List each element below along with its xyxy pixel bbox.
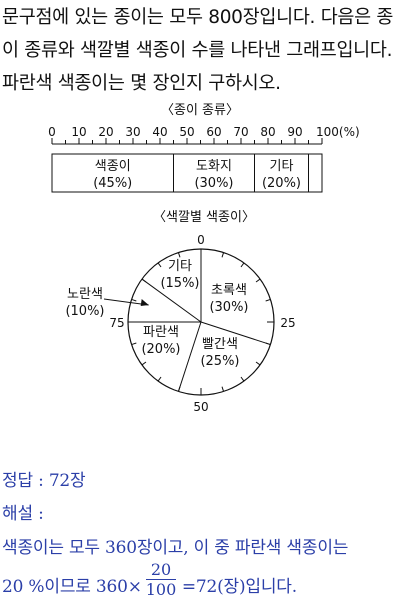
fraction-bar	[146, 579, 176, 580]
pie-tick	[255, 361, 261, 366]
pie-slice-percent: (25%)	[200, 354, 239, 369]
bar-segment-percent: (30%)	[194, 176, 233, 191]
pie-chart: 초록색 (30%) 빨간색 (25%) 파란색 (20%) 노란색 (10%) 기타 (15%) 0…	[65, 233, 295, 414]
bar-tick-label: 80	[260, 125, 275, 139]
bar-tick-label: 30	[125, 125, 140, 139]
pie-slice-percent: (15%)	[160, 276, 199, 291]
pie-slice-name: 파란색	[143, 325, 179, 340]
pie-tick	[177, 252, 181, 258]
bar-tick-label: 60	[206, 125, 221, 139]
pie-divider	[177, 321, 202, 392]
question-line-2: 이 종류와 색깔별 색종이 수를 나타낸 그래프입니다.	[2, 40, 393, 61]
question-line-1: 문구점에 있는 종이는 모두 800장입니다. 다음은 종	[2, 7, 394, 28]
bar-tick-label: 10	[71, 125, 86, 139]
explanation-suffix: =72(장)입니다.	[181, 577, 297, 597]
bar-segment-1	[173, 153, 255, 193]
bar-segment-name: 도화지	[196, 159, 232, 174]
bar-tick-label: 40	[152, 125, 167, 139]
bar-tick-label: 50	[179, 125, 194, 139]
bar-segment-name: 기타	[270, 159, 294, 174]
pie-scale-label: 75	[109, 316, 124, 330]
bar-tick-label: 70	[233, 125, 248, 139]
bar-segment-percent: (20%)	[262, 176, 301, 191]
bar-segments: 색종이 (45%) 도화지 (30%) 기타 (20%)	[51, 153, 323, 193]
pie-slice-name: 노란색	[67, 287, 103, 302]
pie-tick	[221, 386, 225, 392]
pie-tick	[255, 278, 261, 283]
fraction-numerator: 20	[150, 560, 172, 579]
answer-line: 정답 : 72장	[2, 471, 86, 491]
bar-segment-2	[254, 153, 309, 193]
pie-leader-arrow	[140, 299, 149, 307]
question-line-3: 파란색 색종이는 몇 장인지 구하시오.	[2, 73, 281, 94]
pie-tick	[157, 262, 162, 268]
pie-tick	[240, 262, 245, 268]
pie-chart-title: 〈색깔별 색종이〉	[153, 210, 255, 225]
pie-scale-label: 25	[280, 316, 295, 330]
pie-slice-name: 빨간색	[202, 337, 238, 352]
explanation-line-1: 색종이는 모두 360장이고, 이 중 파란색 색종이는	[2, 538, 349, 558]
bar-chart-title: 〈종이 종류〉	[161, 103, 239, 118]
pie-tick	[157, 376, 162, 382]
bar-segment-percent: (45%)	[93, 176, 132, 191]
explanation-line-2: 20 %이므로 360× =72(장)입니다.	[2, 572, 297, 597]
bar-tick-label: 20	[98, 125, 113, 139]
pie-tick	[240, 376, 245, 382]
fraction-denominator: 100	[145, 580, 177, 599]
pie-slice-percent: (10%)	[65, 304, 104, 319]
explanation-heading: 해설 :	[2, 504, 44, 524]
pie-slice-percent: (20%)	[141, 342, 180, 357]
charts-figure: 〈종이 종류〉 0 10 20 30 40 50 60 70 80 90 100(%) 색종이 (45…	[48, 103, 360, 414]
pie-scale-label: 50	[193, 400, 208, 414]
bar-tick-label: 90	[287, 125, 302, 139]
bar-tick-label: 0	[48, 125, 56, 139]
pie-divider	[200, 321, 271, 346]
pie-tick	[221, 252, 225, 258]
bar-segment-name: 색종이	[95, 159, 131, 174]
bar-scale: 0 10 20 30 40 50 60 70 80 90 100(%)	[48, 125, 360, 145]
pie-slice-name: 기타	[168, 259, 192, 274]
explanation-prefix: 20 %이므로 360×	[2, 577, 142, 597]
pie-slice-percent: (30%)	[209, 300, 248, 315]
pie-tick	[141, 361, 147, 366]
pie-tick	[131, 298, 137, 302]
bar-tick-label: 100(%)	[316, 125, 360, 139]
pie-tick	[265, 298, 271, 302]
pie-slice-name: 초록색	[211, 283, 247, 298]
pie-divider	[141, 278, 202, 323]
pie-tick	[131, 342, 137, 346]
pie-scale-label: 0	[197, 233, 205, 247]
bar-segment-0	[51, 153, 174, 193]
